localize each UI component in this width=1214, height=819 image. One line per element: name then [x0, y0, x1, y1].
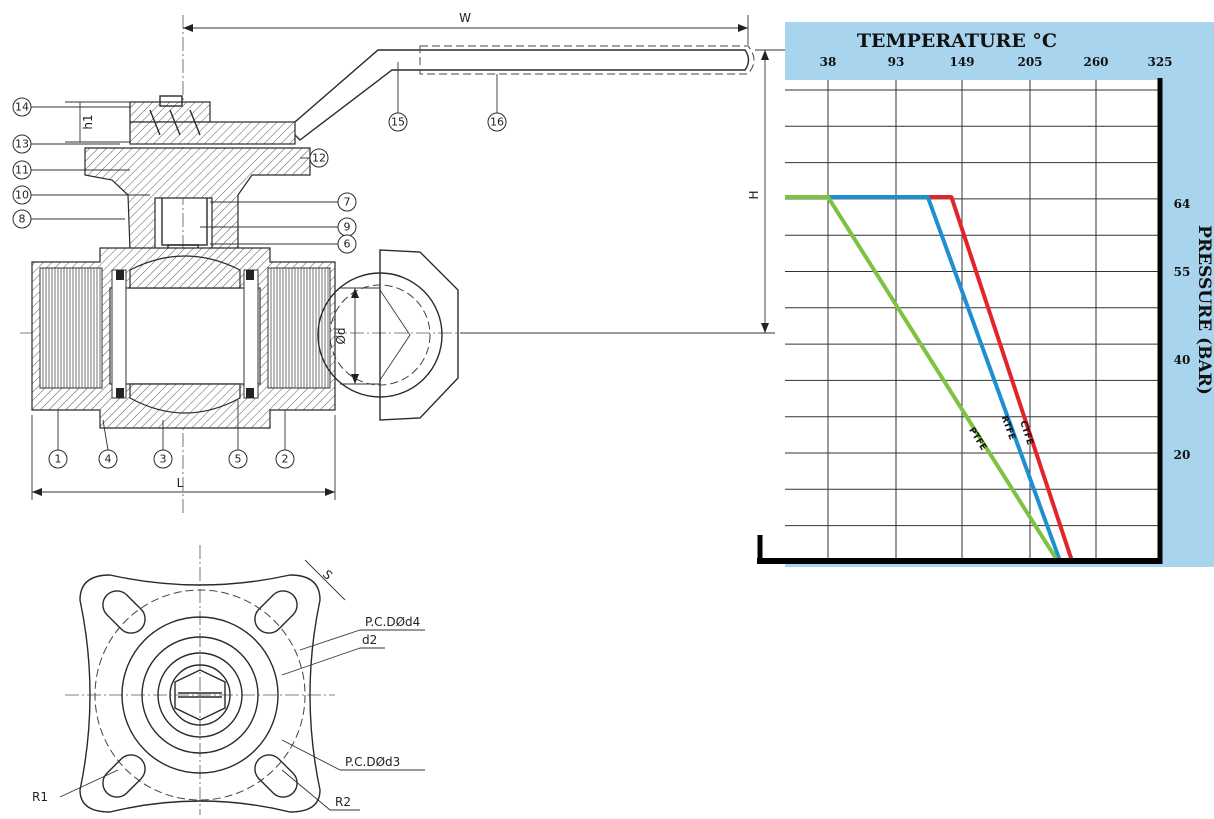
part-callout-1	[48, 449, 68, 469]
y-tick-40: 40	[1174, 353, 1191, 367]
right-thread	[267, 267, 331, 389]
part-label-11: 11	[15, 164, 29, 177]
right-seat	[243, 269, 259, 399]
part-callout-15	[388, 112, 408, 132]
series-lines	[785, 195, 1074, 563]
valve-section-view: W H h	[12, 11, 785, 515]
y-tick-labels: 64 55 40 20	[1174, 197, 1191, 462]
part-label-12: 12	[312, 152, 326, 165]
pressure-temperature-chart: TEMPERATURE °C 38 93 149 205 260 325 64 55 40 20…	[757, 22, 1214, 567]
dimension-h-label: H	[747, 190, 761, 199]
valve-bore	[109, 287, 261, 385]
x-tick-38: 38	[820, 55, 837, 69]
y-axis-label: PRESSURE (BAR)	[1194, 225, 1214, 395]
part-callout-14	[12, 97, 32, 117]
stem-square	[174, 669, 226, 721]
part-callout-3	[153, 449, 173, 469]
lever-handle	[286, 45, 755, 141]
part-callout-10	[12, 185, 32, 205]
grid-lines	[785, 80, 1161, 561]
d2-label: d2	[362, 633, 377, 647]
pcd-d4-circle	[94, 589, 306, 801]
dimension-d-label: Ød	[334, 327, 348, 344]
mounting-slot	[254, 754, 298, 798]
x-tick-325: 325	[1147, 55, 1172, 69]
part-label-1: 1	[55, 453, 62, 466]
part-label-3: 3	[160, 453, 167, 466]
x-tick-93: 93	[888, 55, 905, 69]
y-tick-64: 64	[1174, 197, 1191, 211]
x-tick-149: 149	[949, 55, 974, 69]
ball-top	[129, 255, 241, 289]
part-callout-16	[487, 112, 507, 132]
part-label-10: 10	[15, 189, 29, 202]
flange-outline	[79, 574, 321, 813]
part-label-7: 7	[344, 196, 351, 209]
part-callout-8	[12, 209, 32, 229]
pcd-d3-label: P.C.DØd3	[345, 755, 400, 769]
r2-label: R2	[335, 795, 351, 809]
mounting-slot	[102, 590, 146, 634]
y-tick-55: 55	[1174, 265, 1191, 279]
chart-title: TEMPERATURE °C	[857, 30, 1057, 52]
y-tick-20: 20	[1174, 448, 1191, 462]
mounting-slot	[254, 590, 298, 634]
series-line-ptfe	[785, 195, 1060, 563]
dimension-l: L	[31, 415, 336, 500]
end-view	[317, 249, 459, 421]
ball-bottom	[129, 383, 241, 414]
x-tick-260: 260	[1083, 55, 1108, 69]
left-thread	[39, 267, 103, 389]
part-label-8: 8	[19, 213, 26, 226]
dimension-l-label: L	[177, 476, 184, 490]
dimension-d: Ød	[334, 287, 380, 385]
dimension-w-label: W	[459, 11, 471, 25]
dimension-h1-label: h1	[81, 114, 95, 129]
valve-bonnet	[84, 147, 311, 251]
part-callout-7	[337, 192, 357, 212]
part-callout-5	[228, 449, 248, 469]
r1-label: R1	[32, 790, 48, 804]
part-callout-6	[337, 234, 357, 254]
left-seat	[111, 269, 127, 399]
dimension-w: W	[183, 11, 749, 45]
part-callout-13	[12, 134, 32, 154]
part-label-5: 5	[235, 453, 242, 466]
part-callout-4	[98, 449, 118, 469]
part-callout-12	[309, 148, 329, 168]
part-label-15: 15	[391, 116, 405, 129]
part-callout-11	[12, 160, 32, 180]
part-callouts: 14 13 11 10 8 12 7 9 6	[12, 62, 507, 469]
x-tick-205: 205	[1017, 55, 1042, 69]
x-tick-labels: 38 93 149 205 260 325	[820, 55, 1173, 69]
dimension-h: H	[747, 49, 785, 333]
flange-top-view: S P.C.DØd4 d2 P.C.DØd3 R1 R2	[32, 545, 425, 815]
part-label-13: 13	[15, 138, 29, 151]
part-label-16: 16	[490, 116, 504, 129]
part-label-2: 2	[282, 453, 289, 466]
pcd-d4-label: P.C.DØd4	[365, 615, 420, 629]
part-label-14: 14	[15, 101, 29, 114]
dimension-h1: h1	[65, 101, 130, 143]
dimension-s-label: S	[320, 567, 335, 582]
part-callout-2	[275, 449, 295, 469]
part-label-6: 6	[344, 238, 351, 251]
mounting-slot	[102, 754, 146, 798]
part-label-4: 4	[105, 453, 112, 466]
part-label-9: 9	[344, 221, 351, 234]
